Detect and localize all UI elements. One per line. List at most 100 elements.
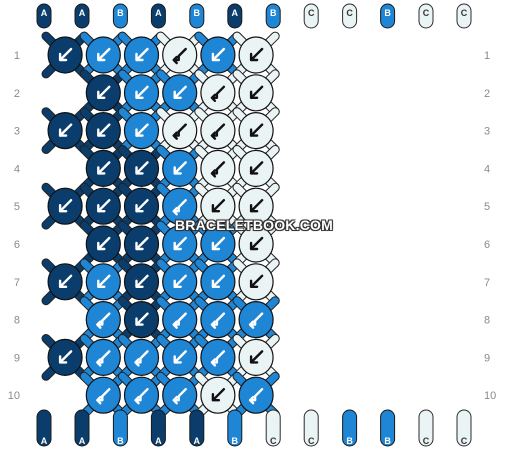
- arrow-southwest-icon: [211, 47, 226, 62]
- arrow-southwest-icon: [211, 388, 226, 402]
- arrow-southeast-icon: [173, 85, 187, 99]
- bottom-string-tab: [150, 409, 166, 447]
- arrow-southeast-icon: [97, 47, 111, 62]
- top-string-letter: A: [79, 8, 86, 18]
- bottom-string-letter: B: [384, 436, 391, 446]
- arrow-southeast-icon: [96, 312, 111, 329]
- bottom-string-letter: B: [232, 436, 239, 446]
- arrow-southwest-icon: [58, 350, 73, 364]
- arrow-southeast-icon: [248, 312, 264, 329]
- row-label-left: 9: [14, 352, 20, 364]
- row-label-left: 7: [14, 277, 20, 289]
- bottom-string-tab: [74, 409, 90, 447]
- row-label-right: 6: [484, 239, 490, 251]
- top-string-letter: B: [117, 8, 124, 18]
- arrow-southwest-icon: [249, 274, 264, 288]
- top-string-letter: C: [308, 8, 315, 18]
- arrow-southeast-icon: [172, 388, 187, 405]
- row-label-left: 4: [14, 163, 20, 175]
- arrow-southeast-icon: [97, 236, 111, 251]
- bottom-string-letter: A: [194, 436, 201, 446]
- row-label-right: 3: [484, 126, 490, 138]
- arrow-southeast-icon: [135, 123, 149, 137]
- arrow-southwest-icon: [172, 123, 187, 140]
- top-string-tab: [418, 3, 434, 29]
- arrow-southeast-icon: [249, 161, 264, 175]
- arrow-southeast-icon: [211, 236, 226, 251]
- arrow-southeast-icon: [249, 123, 264, 137]
- top-string-letter: B: [270, 8, 277, 18]
- arrow-southeast-icon: [97, 161, 111, 175]
- row-label-right: 10: [484, 390, 496, 402]
- arrow-southeast-icon: [135, 47, 149, 62]
- top-string-tab: [36, 3, 52, 29]
- bottom-string-letter: B: [117, 436, 124, 446]
- arrow-southwest-icon: [58, 274, 73, 288]
- bottom-string-tab: [112, 409, 128, 447]
- arrow-southeast-icon: [135, 199, 149, 213]
- arrow-southeast-icon: [211, 274, 226, 288]
- arrow-southwest-icon: [135, 274, 149, 288]
- row-label-right: 8: [484, 315, 490, 327]
- arrow-southeast-icon: [211, 199, 226, 213]
- arrow-southeast-icon: [172, 199, 187, 216]
- top-string-tab: [227, 3, 243, 29]
- arrow-southwest-icon: [173, 350, 187, 364]
- arrow-southeast-icon: [97, 123, 111, 137]
- arrow-southeast-icon: [249, 350, 264, 364]
- top-string-tab: [380, 3, 396, 29]
- arrow-southeast-icon: [249, 236, 264, 251]
- row-label-right: 5: [484, 201, 490, 213]
- bottom-string-tab: [380, 409, 396, 447]
- arrow-southeast-icon: [135, 85, 149, 99]
- row-label-left: 3: [14, 126, 20, 138]
- row-label-left: 10: [8, 390, 20, 402]
- top-string-tab: [303, 3, 319, 29]
- top-string-letter: B: [384, 8, 391, 18]
- arrow-southwest-icon: [135, 312, 149, 326]
- arrow-southeast-icon: [135, 236, 149, 251]
- watermark: BRACELETBOOK.COM: [175, 217, 333, 233]
- top-string-tab: [342, 3, 358, 29]
- bottom-string-tab: [418, 409, 434, 447]
- top-string-letter: A: [41, 8, 48, 18]
- row-label-right: 1: [484, 50, 490, 62]
- arrow-southeast-icon: [210, 161, 226, 178]
- arrow-southwest-icon: [249, 47, 264, 62]
- bottom-string-tab: [303, 409, 319, 447]
- row-label-left: 2: [14, 88, 20, 100]
- row-label-left: 5: [14, 201, 20, 213]
- arrow-southeast-icon: [210, 312, 226, 329]
- top-string-tab: [189, 3, 205, 29]
- top-string-letter: B: [194, 8, 201, 18]
- arrow-southwest-icon: [134, 350, 149, 367]
- arrow-southeast-icon: [210, 85, 226, 102]
- arrow-southeast-icon: [173, 236, 187, 251]
- bottom-string-letter: A: [41, 436, 48, 446]
- top-string-letter: C: [346, 8, 353, 18]
- row-label-right: 7: [484, 277, 490, 289]
- bottom-string-tab: [456, 409, 472, 447]
- arrow-southwest-icon: [172, 47, 187, 65]
- arrow-southwest-icon: [96, 350, 111, 367]
- top-string-tab: [150, 3, 166, 29]
- bottom-string-tab: [189, 409, 205, 447]
- arrow-southwest-icon: [134, 388, 149, 405]
- bottom-string-letter: C: [423, 436, 430, 446]
- bottom-string-tab: [342, 409, 358, 447]
- arrow-southeast-icon: [97, 199, 111, 213]
- bottom-string-letter: B: [346, 436, 353, 446]
- arrow-southeast-icon: [97, 85, 111, 99]
- arrow-southwest-icon: [210, 350, 226, 367]
- bottom-string-tab: [36, 409, 52, 447]
- bottom-string-letter: A: [79, 436, 86, 446]
- row-label-right: 2: [484, 88, 490, 100]
- top-string-letter: C: [423, 8, 430, 18]
- top-string-letter: A: [232, 8, 239, 18]
- top-string-letter: A: [155, 8, 162, 18]
- arrow-southeast-icon: [58, 123, 73, 137]
- bottom-string-tab: [227, 409, 243, 447]
- bottom-string-letter: C: [461, 436, 468, 446]
- bottom-string-letter: C: [308, 436, 315, 446]
